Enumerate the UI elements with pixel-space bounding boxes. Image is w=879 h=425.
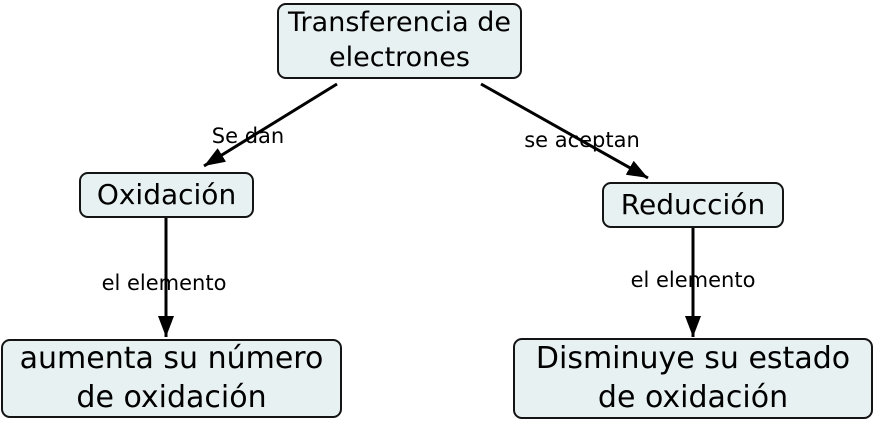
node-reduccion[interactable]: Reducción	[602, 182, 784, 228]
edge-line-se-aceptan	[480, 82, 649, 180]
node-oxidacion[interactable]: Oxidación	[79, 172, 254, 218]
edge-label-se-dan[interactable]: Se dan	[211, 124, 285, 148]
node-disminuye-estado-oxidacion[interactable]: Disminuye su estado de oxidación	[513, 338, 873, 419]
edge-line-se-dan	[203, 82, 338, 168]
edge-label-el-elemento-right[interactable]: el elemento	[630, 268, 756, 292]
edge-label-se-aceptan[interactable]: se aceptan	[524, 128, 640, 152]
node-aumenta-numero-oxidacion[interactable]: aumenta su número de oxidación	[1, 339, 342, 418]
node-transferencia-de-electrones[interactable]: Transferencia de electrones	[277, 3, 522, 79]
edge-label-el-elemento-left[interactable]: el elemento	[101, 271, 227, 295]
